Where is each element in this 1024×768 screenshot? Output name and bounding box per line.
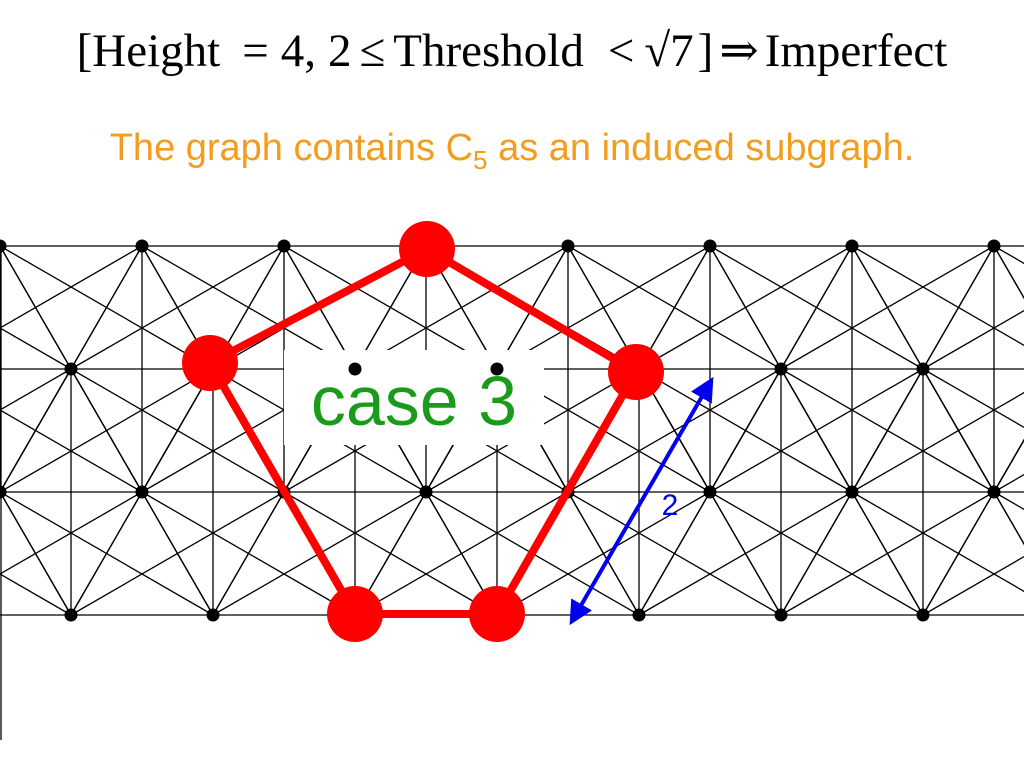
lattice-node [0, 239, 7, 253]
lattice-node [845, 485, 859, 499]
lattice-edge [638, 245, 853, 370]
lattice-edge [780, 491, 995, 616]
formula-implies: ⇒ [719, 25, 758, 77]
formula-result: Imperfect [765, 25, 948, 77]
lattice-edge [0, 368, 214, 493]
lattice-node [774, 608, 788, 622]
lattice-edge [212, 491, 285, 616]
lattice-node [419, 485, 433, 499]
subtitle-subscript: 5 [473, 145, 487, 175]
c5-cycle [206, 245, 640, 618]
lattice-edge [780, 491, 853, 616]
lattice-node [206, 608, 220, 622]
lattice-edge [993, 473, 1024, 493]
lattice-edge [922, 555, 1024, 616]
lattice-node [845, 239, 859, 253]
lattice-edge [780, 245, 995, 370]
distance-arrow [569, 376, 714, 626]
formula-height-value: 4, [281, 25, 316, 77]
lattice-node [987, 239, 1001, 253]
formula-open-bracket: [ [77, 25, 93, 77]
lattice-edge [0, 368, 72, 494]
subtitle: The graph contains C5 as an induced subg… [110, 127, 915, 175]
formula-less-than: < [608, 25, 635, 77]
lattice-node [916, 608, 930, 622]
cycle-vertex-bottom-left [327, 586, 383, 642]
cycle-vertex-top [399, 221, 455, 277]
lattice-edge [496, 245, 711, 370]
lattice-edge [0, 491, 143, 575]
lattice-node [916, 362, 930, 376]
lattice-edge [851, 491, 1024, 593]
lattice-edge [993, 438, 1024, 493]
lattice-node [703, 485, 717, 499]
lattice-edge [0, 327, 72, 370]
lattice-edge [70, 491, 285, 616]
lattice-edge [922, 368, 1024, 429]
lattice-edges [0, 245, 1024, 740]
lattice-edge [851, 245, 1024, 347]
condition-formula: [Height =4,2≤Threshold <√7]⇒Imperfect [77, 25, 948, 77]
lattice-edge [993, 245, 1024, 265]
lattice-node [277, 239, 291, 253]
formula-equals: = [242, 25, 269, 77]
lattice-edge [993, 491, 1024, 546]
formula-radical-sign: √ [644, 25, 670, 77]
lattice-node [0, 485, 7, 499]
cycle-vertex-right [608, 344, 664, 400]
cycle-vertex-bottom-right [469, 586, 525, 642]
case-label: case 3 [311, 362, 517, 440]
lattice-edge [993, 245, 1024, 300]
lattice-edge [0, 245, 143, 329]
lattice-edge [354, 245, 569, 370]
lattice-node [561, 239, 575, 253]
formula-leq: ≤ [359, 25, 385, 77]
lattice-edge [993, 491, 1024, 511]
lattice-node [135, 485, 149, 499]
lattice-edge [851, 391, 1024, 493]
lattice-edge [993, 245, 1024, 300]
lattice-edge [922, 309, 1024, 370]
formula-threshold-low: 2 [328, 25, 352, 77]
lattice-node [774, 362, 788, 376]
cycle-vertex-left [182, 335, 238, 391]
lattice-node [348, 362, 362, 376]
subtitle-before: The graph contains C [110, 127, 473, 169]
formula-radicand: 7 [670, 25, 694, 77]
lattice-node [135, 239, 149, 253]
distance-label: 2 [662, 489, 679, 522]
lattice-node [632, 608, 646, 622]
lattice-edge [709, 368, 924, 493]
lattice-node [64, 362, 78, 376]
lattice-edge [0, 573, 72, 616]
lattice-edge [70, 245, 285, 370]
lattice-node [987, 485, 1001, 499]
lattice-edge [70, 491, 143, 616]
lattice-node [490, 362, 504, 376]
formula-close-bracket: ] [698, 25, 714, 77]
lattice-edge [0, 368, 72, 411]
lattice-node [64, 608, 78, 622]
formula-threshold-word: Threshold [393, 25, 584, 77]
lattice-edge [354, 491, 569, 616]
formula-height-word: Height [92, 25, 220, 77]
lattice-edge [922, 491, 995, 616]
subtitle-after: as an induced subgraph. [488, 127, 915, 169]
lattice-node [703, 239, 717, 253]
